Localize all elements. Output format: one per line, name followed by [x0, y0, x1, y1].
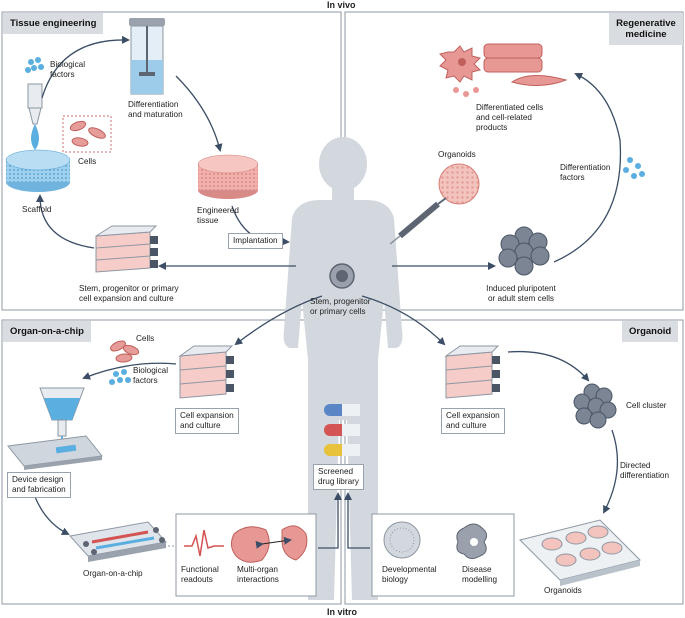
label-differentiated-cells: Differentiated cells and cell-related pr…	[476, 103, 544, 132]
label-stem-expansion: Stem, progenitor or primary cell expansi…	[79, 284, 179, 303]
label-differentiation-factors: Differentiation factors	[560, 163, 611, 182]
center-stem-cell-icon	[329, 263, 355, 289]
header-in-vitro: In vitro	[327, 607, 358, 617]
chip-plate-icon	[7, 435, 103, 470]
engineered-tissue-icon	[197, 154, 259, 199]
label-device-design: Device design and fabrication	[7, 472, 71, 498]
developmental-biology-icon	[383, 521, 421, 559]
well-plate-icon	[519, 519, 641, 586]
label-scaffold: Scaffold	[22, 205, 52, 214]
tag-tissue-engineering: Tissue engineering	[3, 13, 104, 34]
label-functional-readouts: Functional readouts	[181, 565, 219, 584]
disease-modelling-icon	[456, 523, 488, 560]
label-cell-cluster: Cell cluster	[626, 401, 667, 410]
tag-organ-on-chip: Organ-on-a-chip	[3, 321, 91, 342]
label-screened-drug: Screened drug library	[313, 464, 364, 490]
cell-cluster-icon	[573, 383, 617, 429]
label-cell-expansion-left: Cell expansion and culture	[175, 408, 239, 434]
bioreactor-icon	[129, 18, 165, 95]
organs-icon	[230, 525, 308, 563]
label-engineered-tissue: Engineered tissue	[197, 206, 239, 225]
label-multi-organ: Multi-organ interactions	[237, 565, 279, 584]
functional-readout-icon	[184, 529, 224, 557]
biological-factors-top-icon	[25, 57, 44, 73]
label-cells-top: Cells	[78, 157, 97, 166]
label-directed-differentiation: Directed differentiation	[620, 461, 670, 480]
label-organoids-bottom: Organoids	[544, 586, 582, 595]
label-implantation: Implantation	[228, 233, 283, 249]
biological-factors-bottom-icon	[109, 369, 131, 385]
label-organoids-top: Organoids	[438, 150, 476, 159]
header-in-vivo: In vivo	[327, 0, 356, 10]
label-cell-expansion-right: Cell expansion and culture	[441, 408, 505, 434]
organoid-top-icon	[438, 163, 480, 205]
scaffold-icon	[5, 149, 71, 192]
pipette-icon	[27, 83, 43, 150]
label-biological-factors-bottom: Biological factors	[133, 366, 169, 385]
cells-bottom-icon	[110, 340, 140, 363]
label-stem-center: Stem, progenitor or primary cells	[310, 297, 371, 316]
arrows	[29, 35, 622, 549]
pills-icon	[324, 404, 360, 456]
tag-regenerative-medicine: Regenerative medicine	[609, 13, 683, 45]
label-disease-modelling: Disease modelling	[462, 565, 498, 584]
label-differentiation-maturation: Differentiation and maturation	[128, 100, 183, 119]
dispenser-icon	[39, 387, 85, 442]
label-ipsc: Induced pluripotent or adult stem cells	[486, 284, 556, 303]
label-developmental-biology: Developmental biology	[382, 565, 437, 584]
ipsc-cluster-icon	[498, 226, 550, 276]
syringe-icon	[389, 197, 447, 245]
cells-box-top	[62, 115, 112, 153]
label-cells-bottom: Cells	[136, 334, 155, 343]
differentiation-factors-icon	[623, 157, 645, 179]
organ-chip-device-icon	[69, 521, 167, 562]
differentiated-cells-icon	[439, 43, 568, 97]
label-organ-on-chip: Organ-on-a-chip	[83, 569, 143, 578]
flask-stack-bottom-left	[178, 345, 234, 399]
flask-stack-bottom-right	[444, 345, 500, 399]
tag-organoid: Organoid	[622, 321, 679, 342]
label-biological-factors-top: Biological factors	[50, 60, 86, 79]
flask-stack-top-left	[95, 225, 158, 273]
